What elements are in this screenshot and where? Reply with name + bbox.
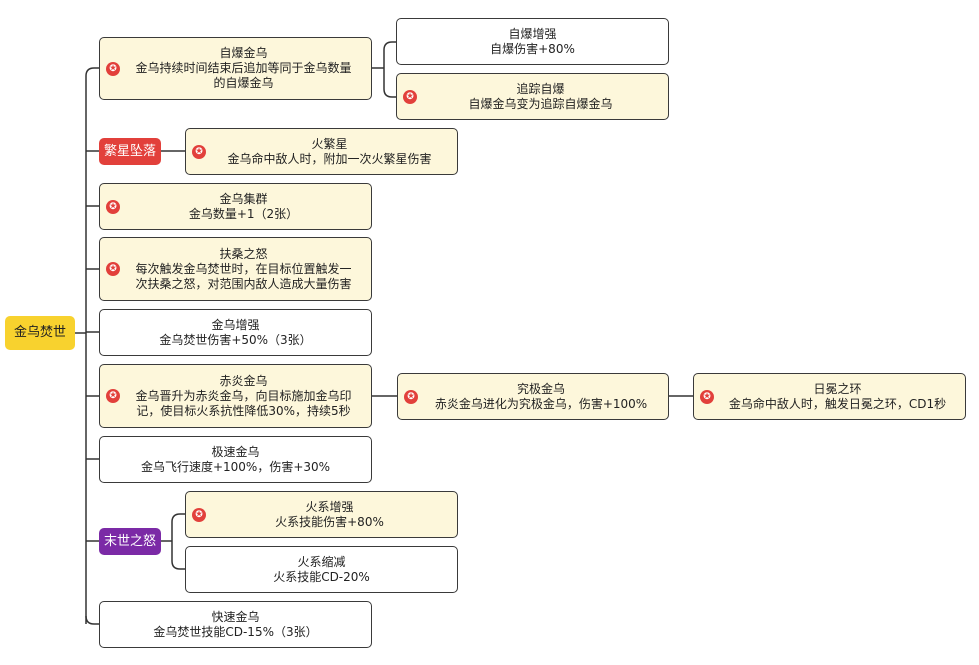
star-icon: ✪: [106, 61, 120, 76]
connector-kuaisu: [85, 615, 99, 625]
node-desc-line-2: 次扶桑之怒，对范围内敌人造成大量伤害: [135, 276, 352, 291]
node-riyun-zhihuan[interactable]: ✪ 日冕之环 金乌命中敌人时，触发日冕之环，CD1秒: [693, 373, 966, 420]
node-desc-line-2: 记，使目标火系抗性降低30%，持续5秒: [136, 403, 351, 418]
node-kuaisu-jinwu[interactable]: 快速金乌 金乌焚世技能CD-15%（3张）: [99, 601, 372, 648]
connector-huoxi-zengqiang: [171, 513, 185, 523]
connector-zibao-zengqiang: [383, 41, 396, 51]
node-desc-line-2: 的自爆金乌: [213, 76, 274, 90]
star-icon: ✪: [192, 144, 206, 159]
node-desc: 金乌命中敌人时，触发日冕之环，CD1秒: [728, 396, 947, 411]
tag-moshi-zhinu[interactable]: 末世之怒: [99, 528, 161, 555]
node-jiuji-jinwu[interactable]: ✪ 究极金乌 赤炎金乌进化为究极金乌，伤害+100%: [397, 373, 669, 420]
node-desc: 金乌焚世技能CD-15%（3张）: [153, 624, 318, 639]
node-desc: 自爆金乌变为追踪自爆金乌: [468, 96, 613, 111]
connector-zibao: [85, 67, 99, 77]
tag-fanxing-zhuiluo[interactable]: 繁星坠落: [99, 138, 161, 165]
node-desc: 金乌焚世伤害+50%（3张）: [159, 332, 312, 347]
node-jisu-jinwu[interactable]: 极速金乌 金乌飞行速度+100%，伤害+30%: [99, 436, 372, 483]
node-zibao[interactable]: ✪ 自爆金乌 金乌持续时间结束后追加等同于金乌数量 的自爆金乌: [99, 37, 372, 100]
star-icon: ✪: [106, 262, 120, 276]
node-desc: 火系技能CD-20%: [273, 569, 370, 584]
node-jinwu-zengqiang[interactable]: 金乌增强 金乌焚世伤害+50%（3张）: [99, 309, 372, 356]
node-huoxi-suojian[interactable]: 火系缩减 火系技能CD-20%: [185, 546, 458, 593]
connector-huoxi-suojian: [171, 560, 185, 570]
node-desc-line-1: 每次触发金乌焚世时，在目标位置触发一: [135, 261, 352, 276]
node-title: 扶桑之怒: [219, 246, 268, 261]
node-desc: 金乌数量+1（2张）: [188, 206, 299, 221]
node-title: 火繁星: [311, 136, 348, 151]
node-title: 金乌增强: [211, 317, 260, 332]
root-node[interactable]: 金乌焚世: [5, 316, 75, 350]
star-icon: ✪: [192, 507, 206, 522]
node-title: 金乌集群: [219, 191, 268, 206]
star-icon: ✪: [106, 199, 120, 214]
node-desc: 金乌命中敌人时，附加一次火繁星伤害: [227, 151, 432, 166]
node-huofanxing[interactable]: ✪ 火繁星 金乌命中敌人时，附加一次火繁星伤害: [185, 128, 458, 175]
node-title: 快速金乌: [211, 609, 260, 624]
node-desc-line-1: 金乌持续时间结束后追加等同于金乌数量: [135, 61, 352, 75]
node-chiyan-jinwu[interactable]: ✪ 赤炎金乌 金乌晋升为赤炎金乌，向目标施加金乌印 记，使目标火系抗性降低30%…: [99, 364, 372, 428]
node-title: 自爆金乌: [219, 46, 268, 60]
node-zibao-zengqiang[interactable]: 自爆增强 自爆伤害+80%: [396, 18, 669, 65]
node-title: 火系增强: [305, 499, 354, 514]
node-title: 极速金乌: [211, 444, 260, 459]
node-title: 赤炎金乌: [219, 373, 268, 388]
node-huoxi-zengqiang[interactable]: ✪ 火系增强 火系技能伤害+80%: [185, 491, 458, 538]
star-icon: ✪: [403, 89, 417, 104]
node-jinwu-jiqun[interactable]: ✪ 金乌集群 金乌数量+1（2张）: [99, 183, 372, 230]
node-title: 追踪自爆: [516, 81, 565, 96]
node-title: 自爆增强: [508, 26, 557, 41]
star-icon: ✪: [700, 389, 714, 404]
node-title: 火系缩减: [297, 554, 346, 569]
star-icon: ✪: [106, 389, 120, 403]
node-title: 日冕之环: [813, 381, 862, 396]
connector-zhuizong: [383, 88, 396, 98]
node-fusang-zhinu[interactable]: ✪ 扶桑之怒 每次触发金乌焚世时，在目标位置触发一 次扶桑之怒，对范围内敌人造成…: [99, 237, 372, 301]
node-desc: 自爆伤害+80%: [490, 41, 575, 56]
node-desc: 火系技能伤害+80%: [275, 514, 384, 529]
node-desc: 赤炎金乌进化为究极金乌，伤害+100%: [434, 396, 648, 411]
star-icon: ✪: [404, 389, 418, 404]
node-zhuizong-zibao[interactable]: ✪ 追踪自爆 自爆金乌变为追踪自爆金乌: [396, 73, 669, 120]
node-desc: 金乌飞行速度+100%，伤害+30%: [140, 459, 331, 474]
node-desc-line-1: 金乌晋升为赤炎金乌，向目标施加金乌印: [135, 388, 352, 403]
node-title: 究极金乌: [516, 381, 565, 396]
